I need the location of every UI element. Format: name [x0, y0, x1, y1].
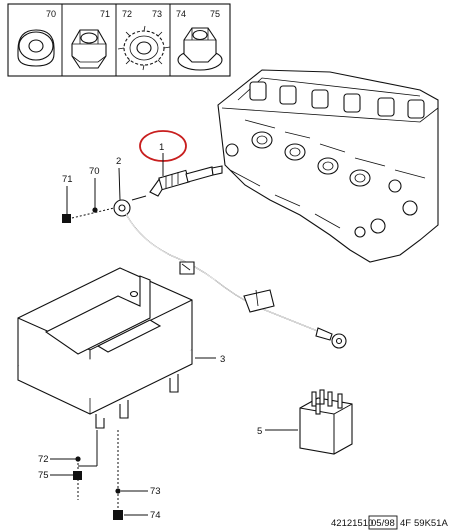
- screw-73-marker: [115, 488, 121, 494]
- legend-label-70: 70: [46, 9, 56, 19]
- flange-nut-icon: [177, 27, 223, 71]
- hardware-legend-box: 70 71 72 73 74 75: [7, 3, 231, 77]
- drawing-number: 42121510: [331, 518, 373, 529]
- legend-label-74: 74: [176, 9, 186, 19]
- callout-71: 71: [62, 174, 73, 185]
- cylinder-head: [217, 69, 439, 263]
- callout-72: 72: [38, 454, 49, 465]
- glow-control-unit: [17, 267, 193, 429]
- assembly-axis: [71, 207, 115, 219]
- legend-label-75: 75: [210, 9, 220, 19]
- callout-5: 5: [257, 426, 262, 437]
- figure-code: 59K51A: [414, 518, 448, 529]
- callout-1: 1: [159, 142, 164, 153]
- callout-73: 73: [150, 486, 161, 497]
- drawing-reference: 42121510 05/98 4F 59K51A: [331, 515, 448, 530]
- leader-2: [118, 167, 121, 201]
- date-code-box: [368, 515, 398, 530]
- legend-label-72: 72: [122, 9, 132, 19]
- washer-70-marker: [92, 207, 98, 213]
- nut-74-marker: [113, 510, 123, 520]
- washer-icon: [17, 29, 55, 67]
- lock-washer-icon: [117, 25, 171, 71]
- glow-plug: [131, 165, 223, 201]
- section-code: 4F: [400, 518, 411, 529]
- washer-75-marker: [73, 471, 82, 480]
- legend-label-71: 71: [100, 9, 110, 19]
- glow-plug-wire: [113, 199, 347, 349]
- hex-nut-icon: [71, 29, 107, 69]
- callout-70: 70: [89, 166, 100, 177]
- callout-2: 2: [116, 156, 121, 167]
- legend-label-73: 73: [152, 9, 162, 19]
- callout-74: 74: [150, 510, 161, 521]
- nut-71-marker: [62, 214, 71, 223]
- relay: [299, 389, 353, 455]
- callout-3: 3: [220, 354, 225, 365]
- date-code: 05/98: [371, 518, 395, 529]
- callout-75: 75: [38, 470, 49, 481]
